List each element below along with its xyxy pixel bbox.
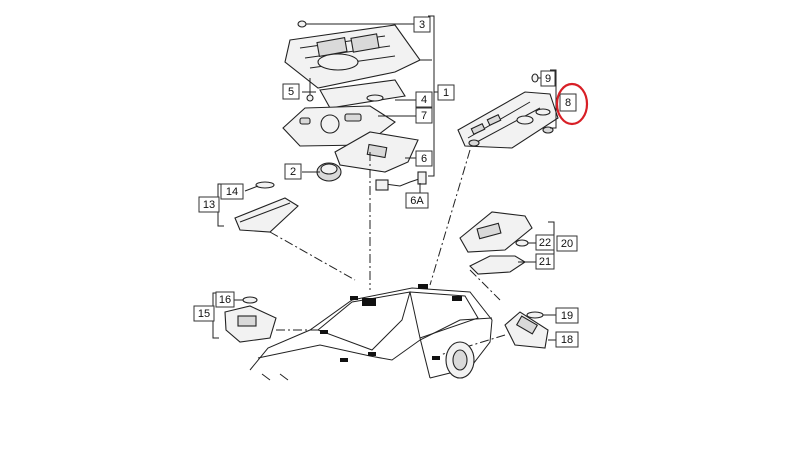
callout-8[interactable]: 8 [559,93,577,112]
bulb-22-icon [515,239,529,247]
svg-text:5: 5 [288,86,294,98]
callout-5[interactable]: 5 [282,83,300,100]
callout-16[interactable]: 16 [215,291,235,308]
svg-text:8: 8 [565,97,571,109]
svg-text:4: 4 [421,94,427,106]
front-console-assembly [282,20,432,290]
bulb-14-icon [255,181,275,189]
callout-2[interactable]: 2 [284,163,302,180]
callout-14[interactable]: 14 [220,183,244,200]
left-reading-light-assembly [234,181,356,281]
callout-3[interactable]: 3 [413,16,431,33]
svg-text:13: 13 [203,199,215,211]
callout-6[interactable]: 6 [415,150,433,167]
callout-1[interactable]: 1 [437,84,455,101]
left-door-light-assembly [224,296,322,343]
highlight-circle [555,82,589,126]
svg-text:1: 1 [443,87,449,99]
svg-text:19: 19 [561,310,573,322]
svg-text:3: 3 [419,19,425,31]
svg-text:16: 16 [219,294,231,306]
callout-4[interactable]: 4 [415,91,433,108]
rear-console-assembly [429,73,559,286]
svg-text:22: 22 [539,237,551,249]
svg-text:21: 21 [539,256,551,268]
svg-text:6A: 6A [410,195,424,207]
callout-18[interactable]: 18 [555,331,579,348]
vehicle-outline [249,284,493,381]
bulb-3-icon [297,20,307,28]
callout-20[interactable]: 20 [556,235,578,252]
bulb-16-icon [242,296,258,304]
callout-21[interactable]: 21 [535,253,555,270]
callout-22[interactable]: 22 [535,234,555,251]
svg-text:6: 6 [421,153,427,165]
svg-text:14: 14 [226,186,238,198]
svg-text:9: 9 [545,73,551,85]
callout-13[interactable]: 13 [198,196,220,213]
callout-7[interactable]: 7 [415,107,433,124]
callout-19[interactable]: 19 [555,307,579,324]
callout-9[interactable]: 9 [540,70,556,87]
callout-6a[interactable]: 6A [405,192,429,209]
right-door-light-assembly [439,311,556,356]
svg-text:18: 18 [561,334,573,346]
svg-text:20: 20 [561,238,573,250]
bulb-4-icon [366,94,384,102]
svg-text:2: 2 [290,166,296,178]
svg-text:7: 7 [421,110,427,122]
rear-center-light-assembly [459,211,536,301]
svg-text:15: 15 [198,308,210,320]
bulb-19-icon [526,311,544,319]
callout-15[interactable]: 15 [193,305,215,322]
